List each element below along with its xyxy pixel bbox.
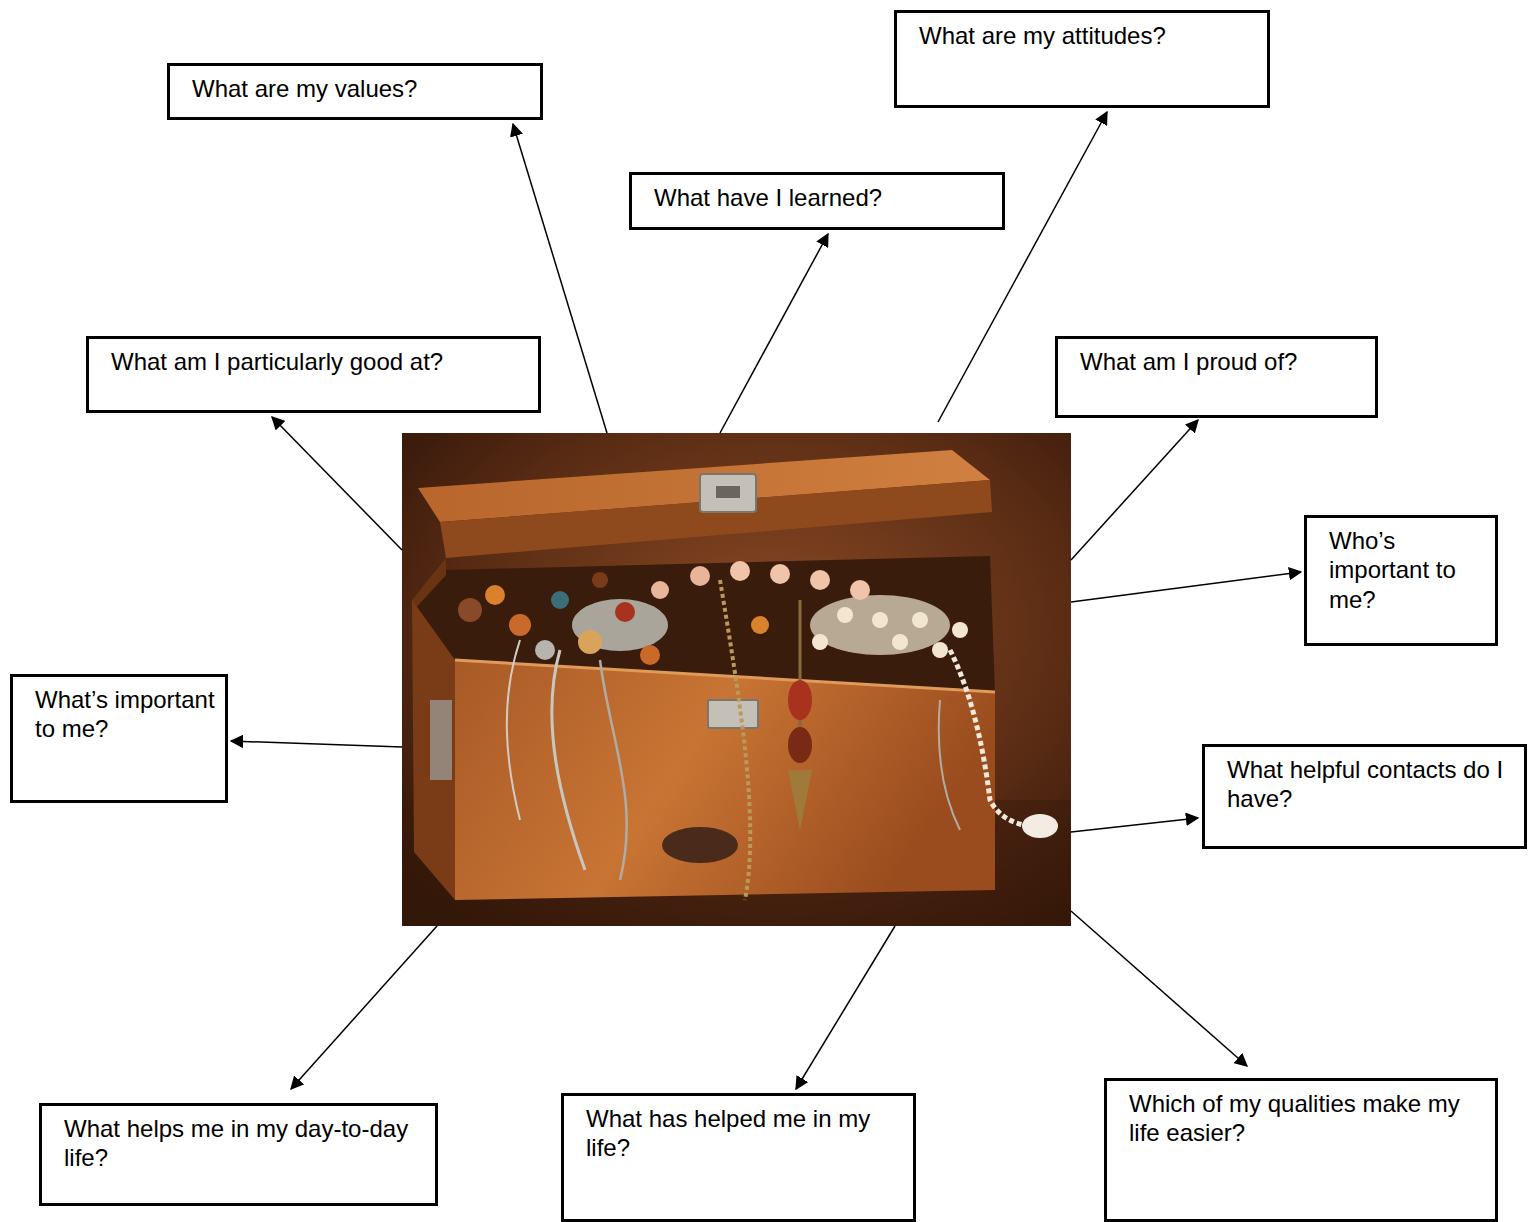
bead bbox=[770, 564, 790, 584]
question-text: What’s important to me? bbox=[35, 685, 215, 744]
pearl-pile bbox=[810, 595, 950, 655]
question-text: Which of my qualities make my life easie… bbox=[1129, 1089, 1485, 1148]
bead bbox=[651, 581, 669, 599]
pearl bbox=[837, 607, 853, 623]
leader-arrow bbox=[291, 926, 437, 1089]
pearl-drop bbox=[1022, 814, 1058, 838]
bead bbox=[615, 602, 635, 622]
chest-rim bbox=[455, 660, 995, 692]
leader-arrow bbox=[1071, 572, 1301, 602]
leader-arrows bbox=[231, 112, 1301, 1089]
leader-arrow bbox=[272, 417, 402, 550]
bead bbox=[730, 561, 750, 581]
bead bbox=[810, 570, 830, 590]
bead bbox=[592, 572, 608, 588]
question-text: What am I proud of? bbox=[1080, 347, 1365, 376]
question-box: What has helped me in my life? bbox=[561, 1093, 916, 1222]
question-box: What am I particularly good at? bbox=[86, 336, 541, 413]
question-text: What has helped me in my life? bbox=[586, 1104, 903, 1163]
pearl bbox=[892, 634, 908, 650]
hasp bbox=[700, 474, 756, 512]
chest-lid-front bbox=[440, 480, 992, 558]
leader-arrow bbox=[1071, 420, 1198, 560]
question-box: Who’s important to me? bbox=[1304, 515, 1498, 646]
question-box: What are my values? bbox=[167, 63, 543, 120]
question-box: What am I proud of? bbox=[1055, 336, 1378, 418]
question-text: What are my values? bbox=[192, 74, 530, 103]
wooden-disc bbox=[662, 827, 738, 863]
pearl bbox=[952, 622, 968, 638]
bead bbox=[551, 591, 569, 609]
bead bbox=[509, 614, 531, 636]
pearl bbox=[872, 612, 888, 628]
chain bbox=[939, 700, 960, 830]
pearl bbox=[912, 612, 928, 628]
bead bbox=[640, 645, 660, 665]
bead bbox=[458, 598, 482, 622]
bead bbox=[535, 640, 555, 660]
pearl-strand bbox=[950, 650, 1030, 826]
question-box: Which of my qualities make my life easie… bbox=[1104, 1078, 1498, 1222]
leader-arrow bbox=[720, 234, 828, 433]
question-text: What am I particularly good at? bbox=[111, 347, 528, 376]
chain bbox=[552, 650, 585, 870]
chest-front bbox=[455, 660, 995, 900]
leader-arrow bbox=[231, 741, 402, 747]
question-text: Who’s important to me? bbox=[1329, 526, 1485, 614]
leader-arrow bbox=[1071, 818, 1198, 832]
bead bbox=[850, 580, 870, 600]
question-text: What are my attitudes? bbox=[919, 21, 1257, 50]
pearl bbox=[932, 642, 948, 658]
bead bbox=[485, 585, 505, 605]
pearl bbox=[812, 634, 828, 650]
question-box: What have I learned? bbox=[629, 172, 1005, 230]
chest-lid-side bbox=[412, 558, 446, 612]
question-text: What helps me in my day-to-day life? bbox=[64, 1114, 425, 1173]
question-box: What are my attitudes? bbox=[894, 10, 1270, 108]
chain bbox=[600, 660, 627, 880]
bead bbox=[578, 630, 602, 654]
glass-bead bbox=[788, 727, 812, 763]
hasp-slot bbox=[716, 486, 740, 498]
bead bbox=[751, 616, 769, 634]
lock-plate bbox=[708, 700, 758, 728]
chest-side bbox=[412, 600, 455, 900]
question-box: What helpful contacts do I have? bbox=[1202, 744, 1527, 849]
chain bbox=[507, 640, 520, 820]
glass-bead bbox=[788, 680, 812, 720]
hinge-plate bbox=[430, 700, 452, 780]
photo-ground bbox=[402, 433, 1071, 926]
question-text: What have I learned? bbox=[654, 183, 992, 212]
question-text: What helpful contacts do I have? bbox=[1227, 755, 1514, 814]
leader-arrow bbox=[796, 926, 895, 1089]
horn-pendant bbox=[788, 770, 812, 830]
question-box: What’s important to me? bbox=[10, 674, 228, 803]
bead bbox=[690, 566, 710, 586]
leader-arrow bbox=[1071, 911, 1247, 1066]
question-box: What helps me in my day-to-day life? bbox=[39, 1103, 438, 1206]
